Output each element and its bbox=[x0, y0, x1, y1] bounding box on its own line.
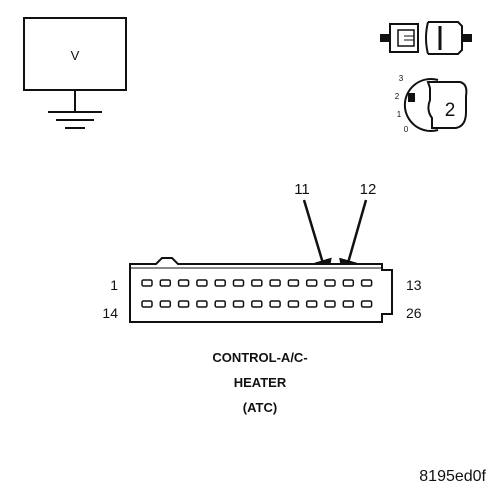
callout-11: 11 bbox=[294, 181, 310, 198]
pin-cavity-10 bbox=[305, 279, 318, 287]
pin-cavity-16 bbox=[177, 300, 190, 308]
pin-label-14: 14 bbox=[102, 305, 118, 321]
ignition-position-1: 1 bbox=[397, 110, 402, 119]
pin-cavity-14 bbox=[141, 300, 153, 308]
pin-cavity-18 bbox=[214, 300, 226, 308]
voltmeter-symbol: V bbox=[71, 48, 80, 63]
pin-cavity-12 bbox=[342, 279, 355, 287]
pin-cavity-7 bbox=[251, 279, 263, 287]
pin-cavity-9 bbox=[287, 279, 300, 287]
pin-cavity-21 bbox=[269, 300, 281, 308]
callout-11-arrow bbox=[302, 199, 332, 280]
pin-cavity-4 bbox=[196, 279, 208, 287]
connector-pins-bottom-row bbox=[141, 300, 373, 308]
pin-cavity-13 bbox=[360, 279, 373, 287]
pin-cavity-11 bbox=[324, 279, 336, 287]
atc-connector bbox=[129, 257, 393, 323]
pin-cavity-23 bbox=[305, 300, 318, 308]
pin-label-13: 13 bbox=[406, 277, 422, 293]
pin-cavity-5 bbox=[214, 279, 226, 287]
callout-12-arrow bbox=[339, 199, 368, 280]
ignition-position-2: 2 bbox=[395, 92, 400, 101]
pin-cavity-8 bbox=[269, 279, 281, 287]
ground-icon bbox=[48, 111, 102, 129]
pin-cavity-15 bbox=[159, 300, 172, 308]
pin-cavity-17 bbox=[196, 300, 208, 308]
caption-line-3: (ATC) bbox=[242, 400, 278, 415]
pin-cavity-1 bbox=[141, 279, 153, 287]
voltmeter-icon: V bbox=[23, 17, 127, 129]
pin-cavity-24 bbox=[324, 300, 336, 308]
ignition-position-3: 3 bbox=[399, 74, 404, 83]
caption-line-1: CONTROL-A/C- bbox=[212, 350, 308, 365]
pin-cavity-6 bbox=[232, 279, 245, 287]
callout-12: 12 bbox=[360, 181, 377, 198]
pin-cavity-22 bbox=[287, 300, 300, 308]
ignition-position-0: 0 bbox=[404, 125, 409, 134]
caption-line-2: HEATER bbox=[233, 375, 287, 390]
pin-cavity-20 bbox=[251, 300, 263, 308]
ignition-key-icon: 3 2 1 0 2 bbox=[395, 74, 468, 134]
pin-cavity-26 bbox=[360, 300, 373, 308]
pin-label-1: 1 bbox=[110, 277, 118, 293]
ignition-selected-position: 2 bbox=[445, 100, 456, 121]
pin-cavity-2 bbox=[159, 279, 172, 287]
pin-cavity-25 bbox=[342, 300, 355, 308]
connector-disconnected-icon bbox=[380, 21, 472, 55]
pin-cavity-19 bbox=[232, 300, 245, 308]
figure-code: 8195ed0f bbox=[419, 468, 486, 485]
pin-cavity-3 bbox=[177, 279, 190, 287]
pin-label-26: 26 bbox=[406, 305, 422, 321]
connector-pins-top-row bbox=[141, 279, 373, 287]
